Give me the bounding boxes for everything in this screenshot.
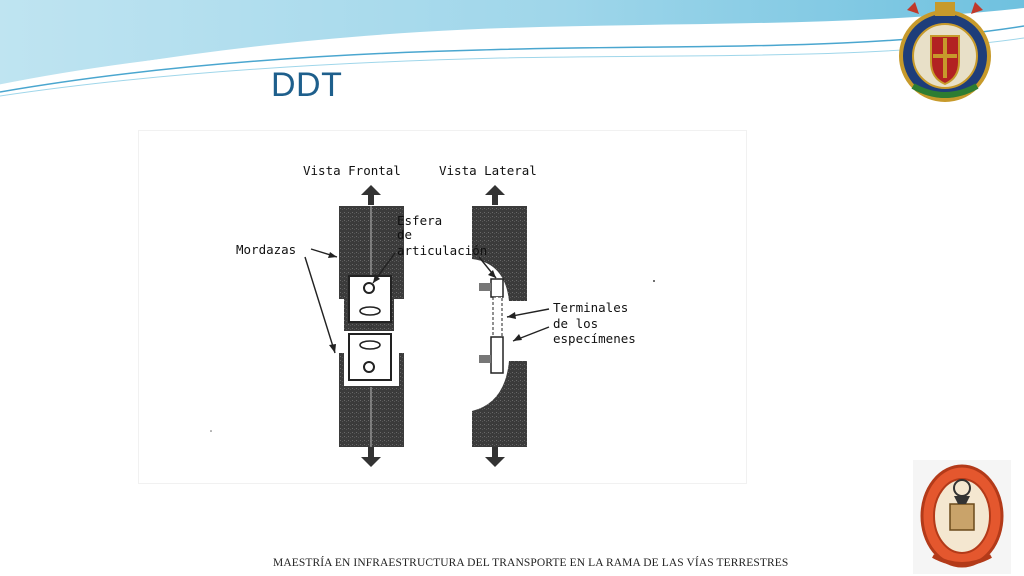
tensile-test-diagram: Vista Frontal Vista Lateral -.o- [139, 131, 746, 483]
label-terminales-line3: especímenes [553, 331, 636, 346]
header-banner [0, 0, 1024, 97]
heading-vista-lateral: Vista Lateral [439, 163, 537, 178]
mordazas-lower-leader [304, 256, 336, 354]
heading-vista-frontal: Vista Frontal [303, 163, 401, 178]
label-esfera-line3: articulación [397, 243, 487, 258]
university-crest-icon [899, 2, 991, 102]
front-bottom-arrow [361, 447, 381, 467]
label-terminales-line2: de los [553, 316, 598, 331]
side-bottom-arrow [485, 447, 505, 467]
front-top-arrow [361, 185, 381, 205]
label-esfera-line2: de [397, 227, 412, 242]
side-lower-jaw [472, 361, 527, 447]
faculty-crest-icon [913, 460, 1011, 574]
label-mordazas: Mordazas [236, 242, 296, 257]
footer-program-name: MAESTRÍA EN INFRAESTRUCTURA DEL TRANSPOR… [273, 557, 789, 569]
label-terminales-line1: Terminales [553, 300, 628, 315]
front-lower-specimen-block [348, 333, 392, 381]
side-upper-jaw [472, 206, 527, 301]
svg-text:-.o-: -.o- [361, 323, 375, 330]
side-top-arrow [485, 185, 505, 205]
front-upper-specimen-block: -.o- [348, 275, 392, 330]
side-specimen-terminals [479, 278, 504, 374]
slide-title: DDT [271, 66, 343, 104]
label-esfera-line1: Esfera [397, 213, 442, 228]
